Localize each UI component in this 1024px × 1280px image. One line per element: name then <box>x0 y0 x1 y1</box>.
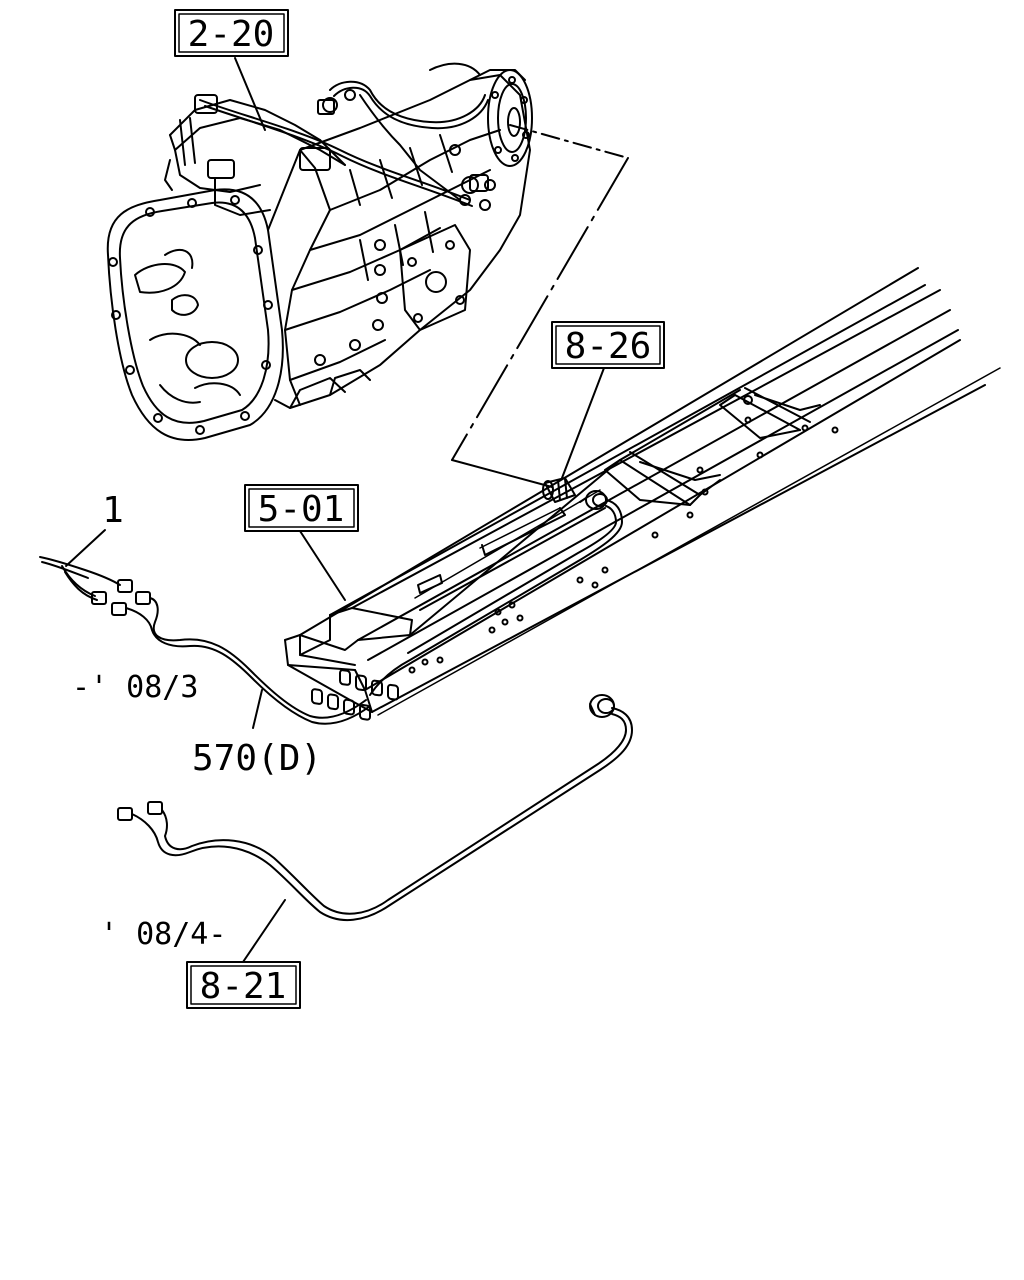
speed-sensor <box>543 478 607 509</box>
ref-label-sensor: 8-26 <box>565 326 652 367</box>
ref-box-harness-new[interactable]: 8-21 <box>187 962 300 1008</box>
harness-new <box>118 695 632 920</box>
range-new-label: ' 08/4- <box>100 917 226 952</box>
callout-item-570[interactable]: 570(D) <box>192 738 322 779</box>
ref-label-frame: 5-01 <box>258 489 345 530</box>
ref-box-transmission[interactable]: 2-20 <box>175 10 288 56</box>
callout-range-old: -' 08/3 <box>72 670 198 705</box>
item-570-leader <box>253 690 262 728</box>
callout-item-1[interactable]: 1 <box>102 490 124 531</box>
harness-new-leader <box>243 900 285 962</box>
chassis-frame <box>285 268 1000 720</box>
callout-item-570-label: 570(D) <box>192 738 322 779</box>
frame-leader <box>300 531 345 600</box>
harness-old <box>40 557 370 724</box>
ref-box-sensor[interactable]: 8-26 <box>552 322 664 368</box>
transmission-leader <box>235 58 265 130</box>
assembly-center-line <box>452 125 628 487</box>
sensor-leader <box>562 368 604 478</box>
range-old-label: -' 08/3 <box>72 670 198 705</box>
ref-box-frame[interactable]: 5-01 <box>245 485 358 531</box>
item-1-leader <box>66 530 105 566</box>
sensor-cable <box>370 500 622 695</box>
ref-label-harness-new: 8-21 <box>200 966 287 1007</box>
callout-range-new: ' 08/4- <box>100 917 226 952</box>
ref-label-transmission: 2-20 <box>188 14 275 55</box>
transmission-assembly <box>108 64 532 440</box>
callout-item-1-label: 1 <box>102 490 124 531</box>
